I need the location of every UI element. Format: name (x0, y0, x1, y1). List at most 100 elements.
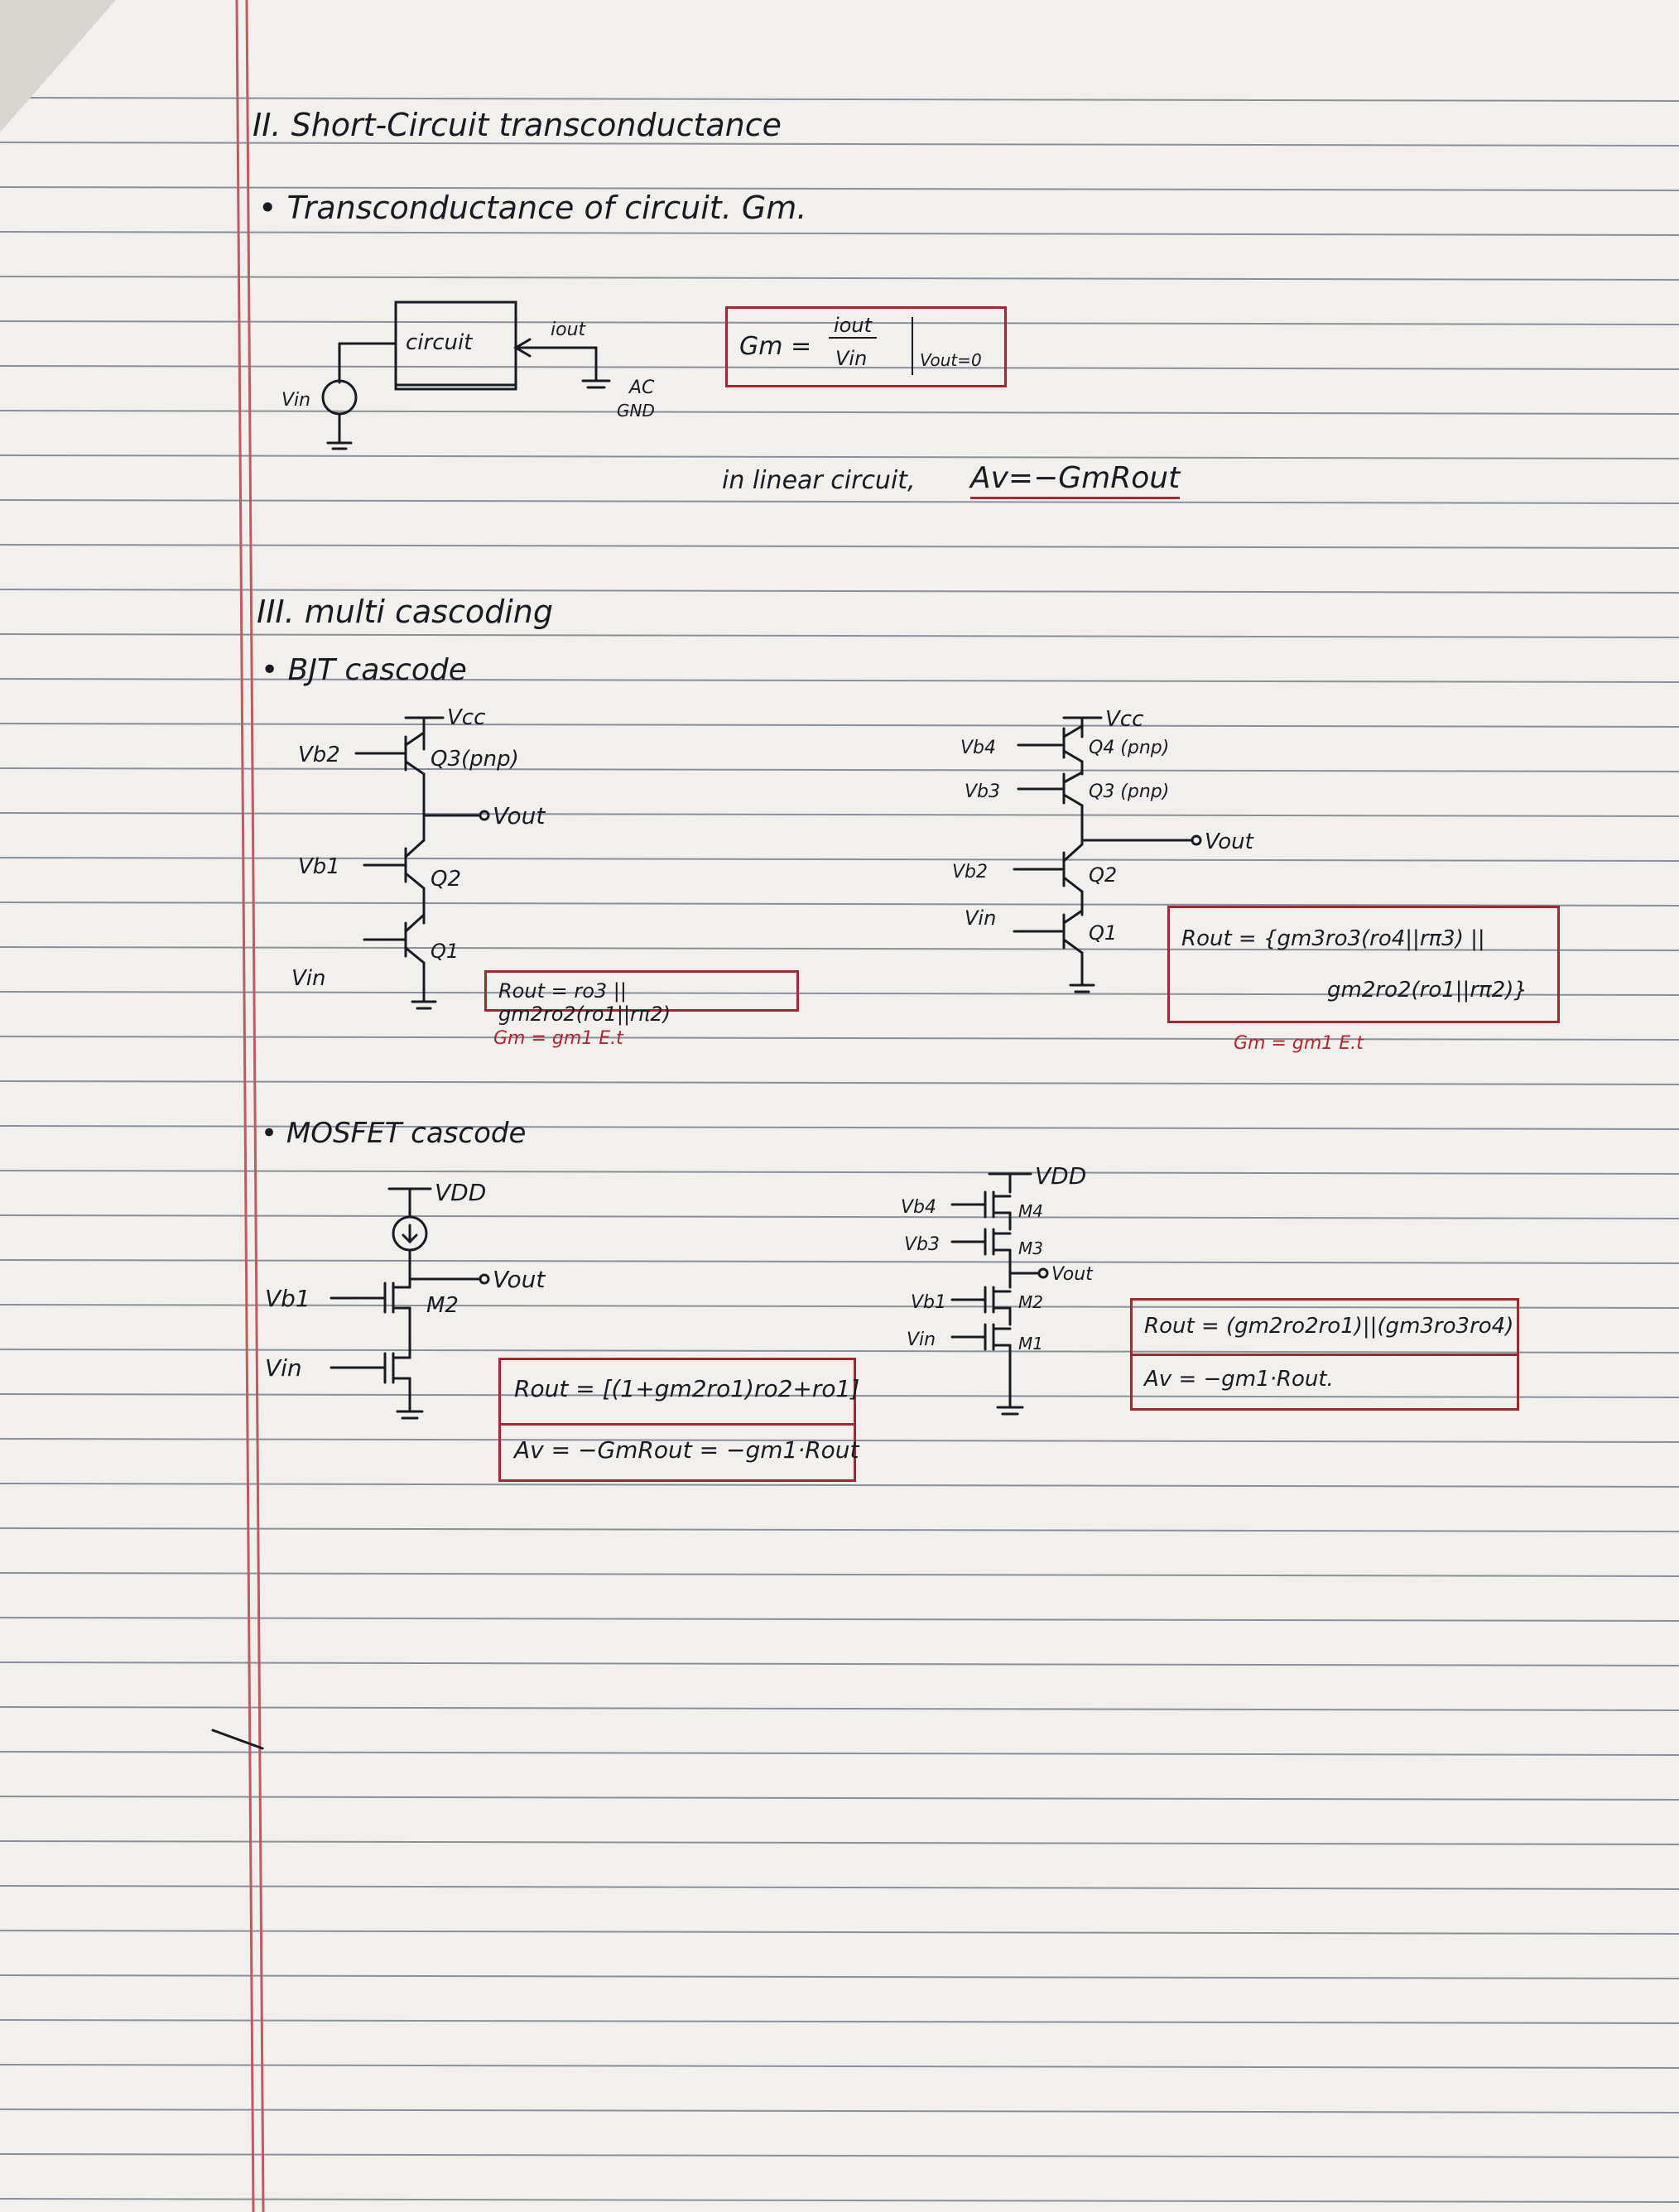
ruled-line (0, 767, 1679, 772)
q4-label: Q4 (pnp) (1089, 738, 1169, 758)
mosfet-cascode-right: VDD Vb4 M4 Vb3 M3 Vout Vb1 M2 Vin M1 (901, 1162, 1094, 1416)
q1-label: Q1 (1089, 921, 1117, 945)
ruled-line (0, 1080, 1679, 1085)
ruled-line (0, 2153, 1679, 2158)
m2-label: M2 (426, 1293, 459, 1318)
vb3-label: Vb3 (965, 781, 1000, 802)
ac-label: AC (628, 377, 655, 398)
ruled-line (0, 1438, 1679, 1443)
section2-bullet: • Transconductance of circuit. Gm. (258, 190, 807, 226)
ruled-line (0, 186, 1679, 191)
ruled-line (0, 2198, 1679, 2203)
bjt-right-rout-line1: Rout = {gm3ro3(ro4||rπ3) || (1181, 926, 1485, 951)
mosfet-right-av: Av = −gm1·Rout. (1144, 1367, 1334, 1392)
ruled-line (0, 1796, 1679, 1801)
vb3-label: Vb3 (904, 1234, 940, 1255)
ruled-line (0, 1393, 1679, 1398)
pen-stroke-mark (211, 1729, 264, 1750)
ruled-line (0, 1304, 1679, 1309)
m1-label: M1 (1018, 1334, 1043, 1354)
bjt-right-rout-box: Rout = {gm3ro3(ro4||rπ3) || gm2ro2(ro1||… (1167, 906, 1560, 1023)
ruled-line (0, 1885, 1679, 1890)
bjt-cascode-left: Vcc Vb2 Q3(pnp) Vout Vb1 Q2 Vin Q1 (291, 705, 546, 1010)
gm-formula-numerator: iout (829, 314, 877, 339)
bjt-right-rout-line2: gm2ro2(ro1||rπ2)} (1327, 978, 1527, 1003)
ruled-line (0, 365, 1679, 370)
ruled-line (0, 902, 1679, 906)
ruled-line (0, 97, 1679, 102)
mosfet-bullet: • MOSFET cascode (261, 1117, 527, 1150)
vin-label: Vin (907, 1330, 936, 1350)
linear-note: in linear circuit, (722, 466, 916, 495)
bjt-left-gm-note: Gm = gm1 E.t (493, 1028, 623, 1049)
linear-formula: Av=−GmRout (970, 464, 1181, 499)
ruled-line (0, 2019, 1679, 2024)
ruled-line (0, 1214, 1679, 1219)
mosfet-left-formula-box: Rout = [(1+gm2ro1)ro2+ro1] Av = −GmRout … (498, 1358, 860, 1482)
bjt-cascode-right: Vcc Vb4 Q4 (pnp) Vb3 Q3 (pnp) Vout Vb2 Q… (952, 707, 1254, 993)
ruled-line (0, 1349, 1679, 1354)
vb4-label: Vb4 (901, 1197, 936, 1218)
vb1-label: Vb1 (298, 854, 340, 879)
ruled-line (0, 1661, 1679, 1666)
q2-label: Q2 (431, 867, 461, 892)
ruled-line (0, 1751, 1679, 1756)
ruled-line (0, 1483, 1679, 1488)
vout-label: Vout (493, 1266, 546, 1293)
vb2-label: Vb2 (298, 743, 340, 767)
vcc-label: Vcc (1105, 707, 1143, 732)
ruled-line (0, 857, 1679, 862)
vb1-label: Vb1 (265, 1285, 310, 1312)
ruled-line (0, 589, 1679, 594)
vb2-label: Vb2 (952, 862, 988, 882)
ruled-line (0, 1930, 1679, 1935)
vdd-label: VDD (435, 1179, 486, 1206)
ruled-line (0, 812, 1679, 817)
m2-label: M2 (1018, 1292, 1043, 1312)
ruled-line (0, 544, 1679, 549)
ruled-line (0, 678, 1679, 683)
circuit-diagram-gm: circuit iout Vin AC GND (281, 301, 655, 450)
q2-label: Q2 (1089, 863, 1117, 887)
margin-line (235, 0, 255, 2212)
ruled-line (0, 1706, 1679, 1711)
ruled-line (0, 991, 1679, 996)
ruled-line (0, 1840, 1679, 1845)
ruled-line (0, 276, 1679, 281)
m4-label: M4 (1018, 1201, 1043, 1221)
ruled-line (0, 1036, 1679, 1041)
ruled-line (0, 454, 1679, 459)
bjt-right-gm-note: Gm = gm1 E.t (1234, 1033, 1364, 1054)
vcc-label: Vcc (447, 705, 485, 730)
ruled-line (0, 1572, 1679, 1577)
ruled-line (0, 231, 1679, 236)
bjt-left-rout-box: Rout = ro3 || gm2ro2(ro1||rπ2) (484, 970, 799, 1026)
mosfet-right-rout: Rout = (gm2ro2ro1)||(gm3ro3ro4) (1144, 1314, 1514, 1339)
ruled-line (0, 1125, 1679, 1130)
q1-label: Q1 (431, 940, 459, 963)
ruled-line (0, 946, 1679, 951)
vout-label: Vout (1205, 830, 1254, 854)
ruled-line (0, 1170, 1679, 1175)
vdd-label: VDD (1035, 1162, 1086, 1190)
gm-formula-denominator: Vin (835, 347, 868, 370)
ruled-line (0, 499, 1679, 504)
vout-label: Vout (1051, 1264, 1094, 1285)
vin-label: Vin (265, 1354, 302, 1382)
ruled-line (0, 142, 1679, 147)
ruled-line (0, 410, 1679, 415)
section2-title: II. Short-Circuit transconductance (253, 107, 782, 143)
ruled-line (0, 633, 1679, 638)
iout-label: iout (551, 320, 587, 340)
mosfet-left-av: Av = −GmRout = −gm1·Rout (514, 1436, 859, 1464)
gm-formula-lhs: Gm = (739, 332, 812, 361)
ruled-line (0, 723, 1679, 728)
gm-formula-box: Gm = iout Vin Vout=0 (725, 306, 1007, 387)
circuit-label: circuit (406, 330, 473, 355)
ruled-line (0, 1259, 1679, 1264)
gnd-label: GND (617, 401, 655, 421)
mosfet-right-formula-box: Rout = (gm2ro2ro1)||(gm3ro3ro4) Av = −gm… (1130, 1298, 1519, 1411)
mosfet-left-rout: Rout = [(1+gm2ro1)ro2+ro1] (514, 1375, 860, 1402)
